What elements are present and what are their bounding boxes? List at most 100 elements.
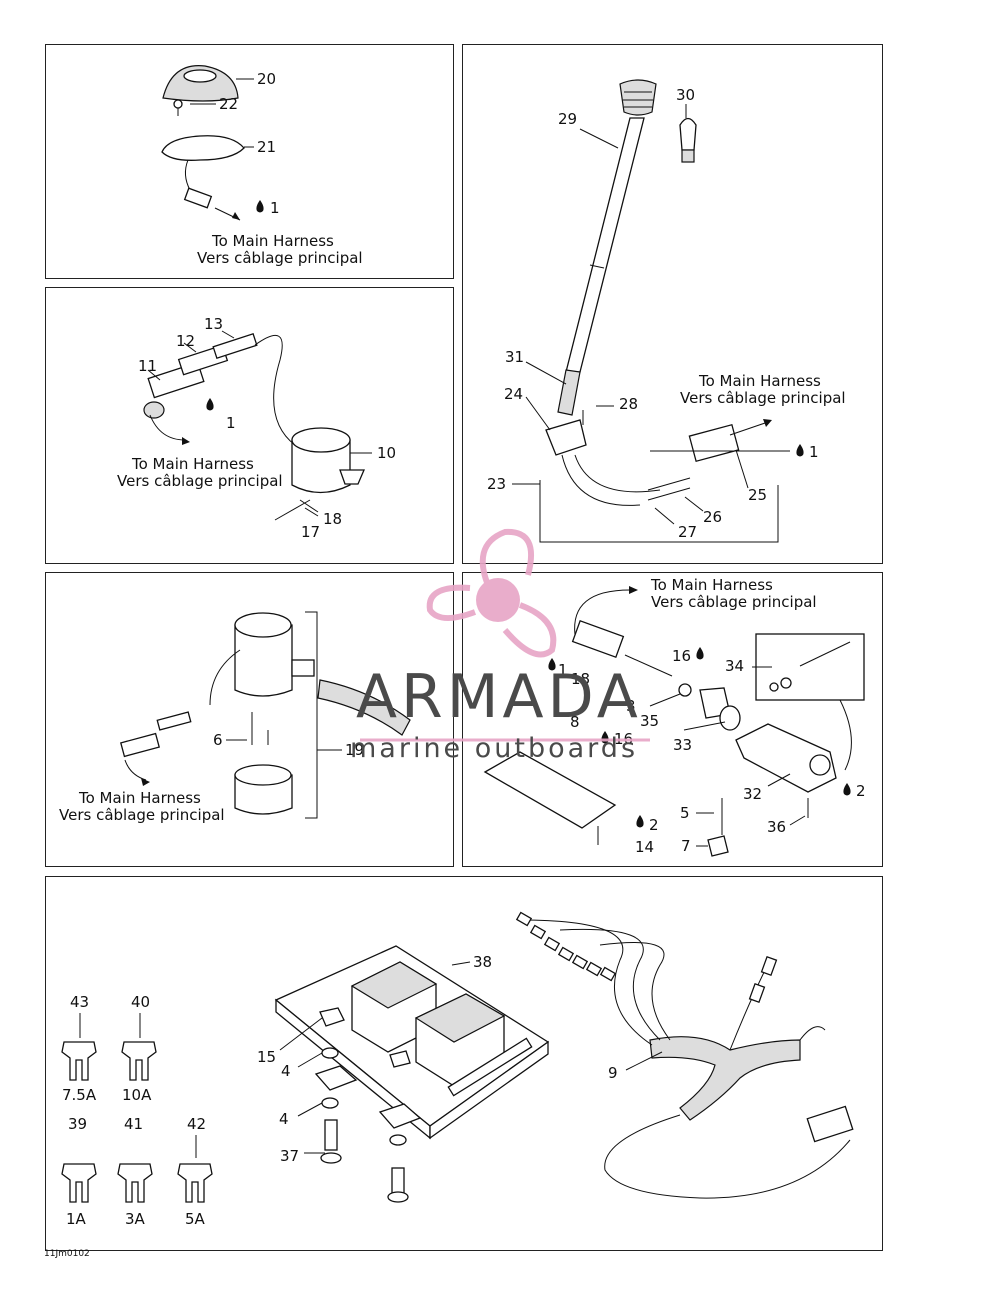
nut-15: [319, 1007, 345, 1027]
label-33: 33: [673, 736, 692, 754]
fuse-number: 41: [124, 1115, 143, 1133]
propeller-icon: [426, 528, 557, 658]
bracket-8: [483, 751, 617, 829]
caption-fr: Vers câblage principal: [651, 593, 817, 611]
panel-top-left: [45, 44, 454, 279]
bushing: [769, 682, 779, 692]
watermark-brand: ARMADA: [356, 662, 642, 732]
label-32: 32: [743, 785, 762, 803]
connector: [183, 187, 213, 209]
bracket-a: [314, 1065, 358, 1091]
label-36: 36: [767, 818, 786, 836]
label-4b: 4: [279, 1110, 289, 1128]
bolt-b-head: [387, 1191, 409, 1203]
panel-right-top: [462, 44, 883, 564]
connector-a: [156, 711, 192, 731]
bilge-pump-body: [234, 624, 293, 697]
bracket-b: [378, 1103, 422, 1129]
panel-3-art: 30 29 31 24 28 23 1 25 26 27 To Main Har…: [487, 79, 846, 543]
label-24: 24: [504, 385, 523, 403]
bulb-base: [681, 149, 695, 163]
label-22: 22: [219, 95, 238, 113]
strainer-top: [234, 764, 292, 786]
fuse-number: 42: [187, 1115, 206, 1133]
label-12: 12: [176, 332, 195, 350]
caption-fr: Vers câblage principal: [117, 472, 283, 490]
bolt-37: [324, 1119, 338, 1151]
label-1b: 1: [226, 414, 236, 432]
pole-light-head: [619, 79, 657, 116]
caption-fr: Vers câblage principal: [197, 249, 363, 267]
fuse-42: 42 5A: [177, 1115, 213, 1228]
caption-fr: Vers câblage principal: [680, 389, 846, 407]
pump-top: [291, 427, 351, 453]
washer-4b: [321, 1097, 339, 1109]
harness-connector: [806, 1105, 854, 1143]
socket: [545, 419, 587, 456]
panel-4-art: 6 19 To Main Harness Vers câblage princi…: [59, 611, 411, 824]
hose: [317, 679, 411, 736]
clip-7: [707, 835, 729, 857]
connector-25: [688, 423, 740, 463]
label-31: 31: [505, 348, 524, 366]
label-5: 5: [680, 804, 690, 822]
light-base: [161, 135, 245, 161]
panel-5-art: 1 18 16 34 3 35 8 16 33 2 32 5 36 2 14 7…: [483, 576, 866, 857]
fuse-rating: 1A: [66, 1210, 87, 1228]
label-2: 2: [856, 782, 866, 800]
caption-fr: Vers câblage principal: [59, 806, 225, 824]
panel-lower-right: [462, 572, 883, 867]
lever: [809, 754, 831, 776]
bolt-b: [391, 1167, 405, 1195]
label-25: 25: [748, 486, 767, 504]
light-lens: [162, 65, 239, 102]
connector-18: [571, 619, 625, 659]
label-28: 28: [619, 395, 638, 413]
washer-c: [389, 1134, 407, 1146]
label-3: 3: [626, 697, 636, 715]
fuse-number: 43: [70, 993, 89, 1011]
washer: [678, 683, 692, 697]
fuse-number: 39: [68, 1115, 87, 1133]
panel-2-art: 13 12 11 1 10 18 17 To Main Harness Vers…: [117, 315, 396, 541]
fuse-box-plate-front: [429, 1040, 549, 1140]
drawing-code: 11Jm0102: [44, 1249, 90, 1259]
harness-9: [649, 1036, 801, 1121]
label-30: 30: [676, 86, 695, 104]
label-1: 1: [270, 199, 280, 217]
pump-flange: [339, 469, 365, 485]
panel-6-art: 38 15 4 4 37 9 43 7.5A 40 10A 39 1A 41 3…: [61, 911, 854, 1228]
label-26: 26: [703, 508, 722, 526]
label-1d: 1: [558, 661, 568, 679]
label-16: 16: [672, 647, 691, 665]
sender-32: [735, 723, 837, 793]
nut-b: [389, 1050, 411, 1068]
harness-terminals: [515, 911, 778, 1004]
label-34: 34: [725, 657, 744, 675]
fuse-strip: [447, 1037, 533, 1097]
caption-en: To Main Harness: [650, 576, 773, 594]
fuse-43: 43 7.5A: [61, 993, 97, 1104]
label-15: 15: [257, 1048, 276, 1066]
relay-1-top: [350, 961, 438, 1009]
watermark-logo: [360, 528, 650, 742]
fuse-41: 41 3A: [117, 1115, 153, 1228]
connector-b: [120, 732, 160, 758]
label-1c: 1: [809, 443, 819, 461]
label-7: 7: [681, 837, 691, 855]
fuse-rating: 7.5A: [62, 1086, 97, 1104]
cap-33: [719, 705, 741, 731]
fuse-rating: 3A: [125, 1210, 146, 1228]
label-18b: 18: [571, 670, 590, 688]
outlet: [291, 659, 315, 677]
fuse-rating: 10A: [122, 1086, 152, 1104]
label-37: 37: [280, 1147, 299, 1165]
label-6: 6: [213, 731, 223, 749]
label-18: 18: [323, 510, 342, 528]
propeller-hub: [476, 578, 520, 622]
washer-4a: [321, 1047, 339, 1059]
terminal-13: [212, 332, 258, 360]
caption-en: To Main Harness: [78, 789, 201, 807]
label-23: 23: [487, 475, 506, 493]
